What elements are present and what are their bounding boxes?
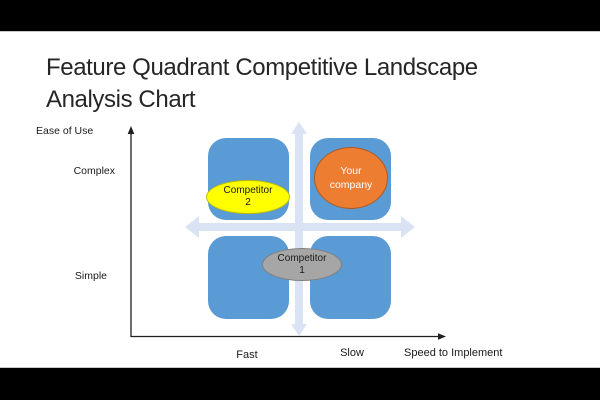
cross-vertical-arrow	[291, 122, 307, 336]
competitor-2-label-line2: 2	[245, 197, 251, 208]
competitor-2-label-line1: Competitor	[223, 185, 273, 197]
competitor-1-label-line2: 1	[299, 264, 305, 276]
slide-title-line2: Analysis Chart	[46, 86, 196, 113]
x-tick-slow: Slow	[340, 347, 364, 359]
cross-horizontal-arrow	[185, 216, 415, 238]
slide-title: Feature Quadrant Competitive Landscape A…	[46, 52, 566, 116]
y-tick-simple: Simple	[74, 270, 107, 282]
competitor-1-ellipse: Competitor 1	[262, 248, 342, 281]
slide-title-line1: Feature Quadrant Competitive Landscape	[46, 54, 478, 81]
your-company-ellipse: Your company	[314, 147, 388, 209]
x-axis-label: Speed to Implement	[404, 347, 503, 359]
your-company-label-line2: company	[329, 179, 373, 191]
letterbox-top	[0, 0, 600, 31]
competitor-1-label-line1: Competitor	[277, 252, 327, 264]
y-axis-arrowhead	[127, 126, 135, 134]
your-company-label-line1: Your	[340, 164, 362, 177]
y-tick-complex: Complex	[73, 165, 115, 177]
slide-canvas: Feature Quadrant Competitive Landscape A…	[0, 31, 600, 368]
x-axis-arrowhead	[438, 333, 446, 340]
competitor-2-ellipse: Competitor 2	[206, 180, 290, 214]
letterbox-bottom	[0, 368, 600, 400]
y-axis-label: Ease of Use	[36, 125, 94, 137]
x-tick-fast: Fast	[236, 349, 258, 361]
quadrant-bottom-left	[208, 236, 289, 319]
